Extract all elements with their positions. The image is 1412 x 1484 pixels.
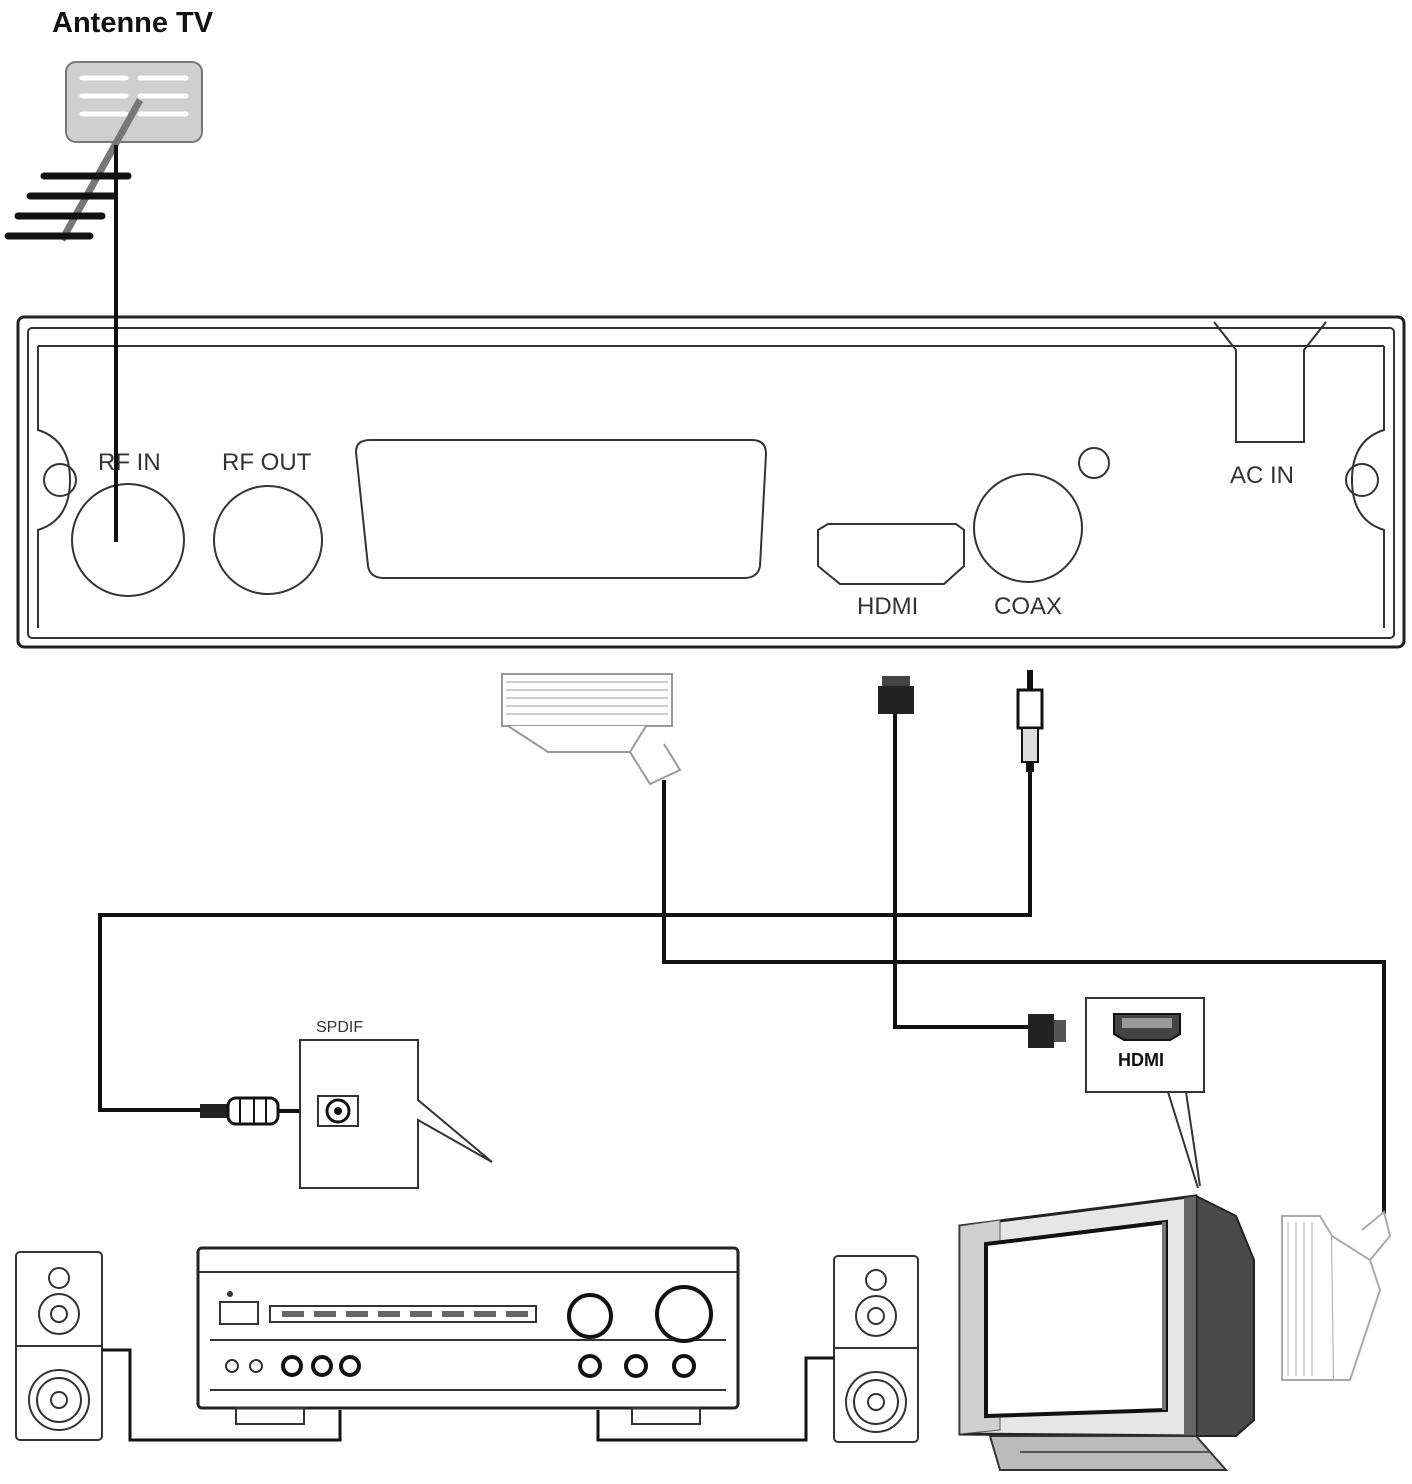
rca-plug-icon [1016, 670, 1044, 772]
hdmi-cable [893, 714, 1030, 1029]
rf-in-port [71, 483, 185, 597]
rf-in-label: RF IN [98, 449, 161, 476]
rf-out-label: RF OUT [222, 449, 312, 476]
rca-plug-amp-icon [200, 1096, 300, 1126]
screw-hole-left [43, 463, 77, 497]
diagram-title: Antenne TV [52, 7, 214, 39]
amplifier-icon [196, 1246, 740, 1425]
tv-hdmi-label: HDMI [1118, 1050, 1164, 1070]
indicator-hole [1078, 447, 1110, 479]
rf-out-port [213, 485, 323, 595]
spdif-callout [299, 1039, 493, 1189]
coax-cable [98, 770, 1032, 1112]
ac-in-label: AC IN [1230, 462, 1294, 489]
receiver-back-panel [16, 315, 1406, 649]
coax-port-label: COAX [994, 593, 1062, 620]
screw-hole-right [1345, 463, 1379, 497]
right-speaker-icon [833, 1255, 919, 1443]
spdif-label: SPDIF [316, 1019, 363, 1036]
scart-plug-icon [501, 673, 682, 786]
scart-port [354, 439, 768, 579]
left-speaker-icon [15, 1251, 103, 1441]
antenna-icon [4, 61, 203, 242]
hdmi-port [817, 523, 965, 585]
ac-in-socket [1213, 321, 1327, 443]
hdmi-plug-icon [878, 676, 914, 714]
hdmi-port-label: HDMI [857, 593, 918, 620]
right-speaker-wire [596, 1356, 834, 1442]
scart-cable [662, 780, 1386, 1214]
tv-hdmi-callout [1085, 997, 1205, 1189]
coax-port [973, 473, 1083, 583]
hdmi-plug-tv-icon [1028, 1014, 1066, 1048]
scart-plug-tv-icon [1281, 1210, 1392, 1381]
left-speaker-wire [102, 1348, 342, 1442]
television-icon [958, 1194, 1255, 1471]
